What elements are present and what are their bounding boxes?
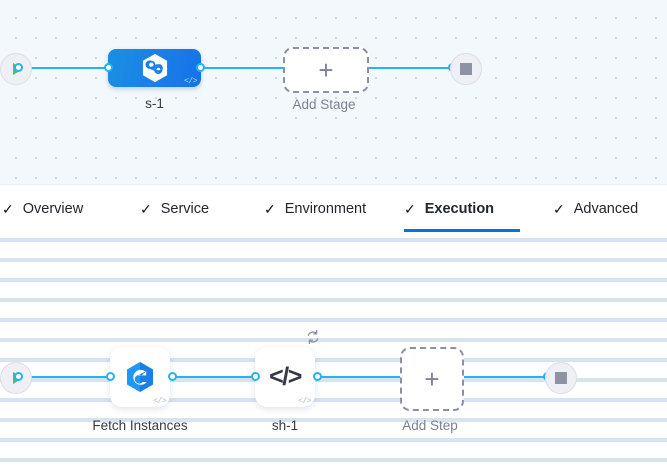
step-icon-wrapper: </> bbox=[269, 362, 302, 392]
connector-dot-fetch-in[interactable] bbox=[106, 372, 115, 381]
loop-retry-icon bbox=[307, 329, 319, 345]
execution-step-canvas[interactable]: </> Fetch Instances </> </> sh-1 + Add S… bbox=[0, 232, 667, 475]
connector-dot-start-out[interactable] bbox=[14, 63, 23, 72]
check-icon: ✓ bbox=[2, 200, 14, 217]
check-icon: ✓ bbox=[553, 200, 565, 217]
tab-label: Overview bbox=[22, 200, 84, 217]
tab-label: Advanced bbox=[573, 200, 639, 217]
tab-label: Environment bbox=[284, 200, 367, 217]
connector-line-add-step-to-end bbox=[460, 376, 550, 378]
tab-active-underline bbox=[404, 229, 520, 232]
plus-icon: + bbox=[424, 364, 440, 394]
harness-hexagon-infinity-icon bbox=[142, 53, 167, 83]
connector-line-add-stage-to-end bbox=[365, 67, 455, 69]
harness-hexagon-spiral-icon bbox=[127, 362, 153, 392]
connector-line-start-to-fetch bbox=[22, 376, 112, 378]
connector-dot-s1-in[interactable] bbox=[104, 63, 113, 72]
check-icon: ✓ bbox=[404, 200, 416, 217]
plus-icon: + bbox=[318, 55, 334, 85]
step-node-label-fetch-instances: Fetch Instances bbox=[92, 418, 188, 433]
stage-code-badge: </> bbox=[184, 77, 197, 86]
tab-environment[interactable]: ✓ Environment bbox=[264, 185, 384, 232]
execution-end-node[interactable] bbox=[545, 362, 577, 394]
connector-line-start-to-s1 bbox=[22, 67, 112, 69]
step-code-badge: </> bbox=[298, 397, 311, 406]
check-icon: ✓ bbox=[140, 200, 152, 217]
pipeline-end-node[interactable] bbox=[450, 53, 482, 85]
step-icon-wrapper bbox=[125, 361, 155, 393]
add-stage-label: Add Stage bbox=[292, 97, 356, 112]
connector-line-s1-to-add-stage bbox=[198, 67, 283, 69]
step-node-label-sh-1: sh-1 bbox=[271, 418, 299, 433]
pipeline-stage-canvas[interactable]: </> s-1 + Add Stage bbox=[0, 0, 667, 184]
stop-icon bbox=[460, 63, 472, 75]
connector-dot-fetch-out[interactable] bbox=[168, 372, 177, 381]
stage-node-label-s-1: s-1 bbox=[145, 96, 164, 111]
connector-dot-sh1-in[interactable] bbox=[251, 372, 260, 381]
tab-overview[interactable]: ✓ Overview bbox=[0, 185, 102, 232]
step-node-fetch-instances[interactable]: </> bbox=[110, 347, 170, 407]
connector-line-fetch-to-sh1 bbox=[172, 376, 257, 378]
tab-service[interactable]: ✓ Service bbox=[140, 185, 220, 232]
stage-node-s-1[interactable]: </> bbox=[108, 49, 201, 87]
add-step-button[interactable]: + bbox=[400, 347, 464, 411]
stage-config-tabbar: ✓ Overview ✓ Service ✓ Environment ✓ Exe… bbox=[0, 184, 667, 233]
check-icon: ✓ bbox=[264, 200, 276, 217]
tab-label: Execution bbox=[424, 200, 495, 217]
add-step-label: Add Step bbox=[402, 418, 458, 433]
connector-dot-s1-out[interactable] bbox=[196, 63, 205, 72]
step-node-sh-1[interactable]: </> </> bbox=[255, 329, 319, 407]
tab-label: Service bbox=[160, 200, 210, 217]
step-code-badge: </> bbox=[153, 397, 166, 406]
code-shell-icon: </> bbox=[269, 362, 302, 391]
connector-dot-exec-start-out[interactable] bbox=[14, 372, 23, 381]
connector-dot-sh1-out[interactable] bbox=[313, 372, 322, 381]
tab-execution[interactable]: ✓ Execution bbox=[404, 185, 520, 232]
connector-line-sh1-to-add-step bbox=[317, 376, 400, 378]
stop-icon bbox=[555, 372, 567, 384]
tab-advanced[interactable]: ✓ Advanced bbox=[553, 185, 663, 232]
add-stage-button[interactable]: + bbox=[283, 47, 369, 93]
